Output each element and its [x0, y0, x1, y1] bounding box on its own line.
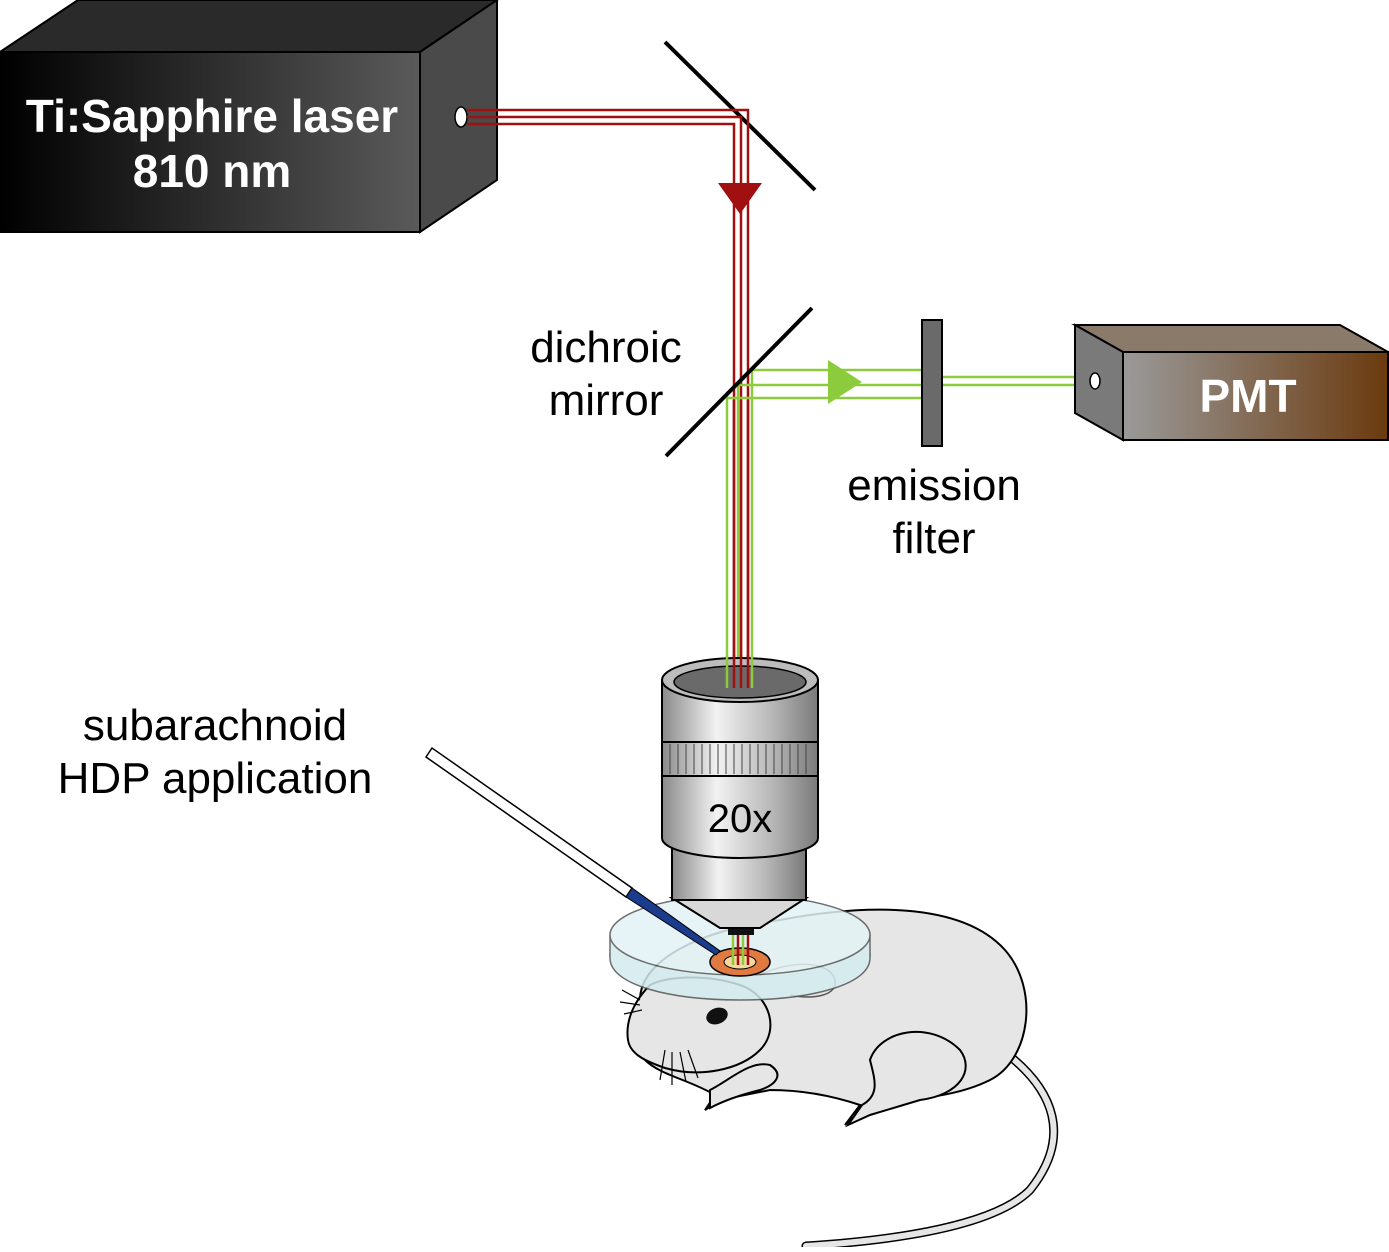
excitation-arrow — [718, 183, 762, 214]
emission-filter — [921, 319, 943, 447]
mouse-hind-leg — [845, 1030, 967, 1128]
pmt-box: PMT — [1071, 323, 1389, 442]
laser-label-line2: 810 nm — [133, 145, 292, 197]
mouse-whiskers — [619, 989, 699, 1085]
pipette — [424, 746, 721, 956]
mouse-tail — [803, 1042, 1057, 1249]
laser-aperture — [454, 106, 468, 128]
emission-filter-label-line2: filter — [892, 514, 975, 563]
pipette-tip — [625, 887, 721, 956]
mouse-eye — [706, 1007, 728, 1025]
objective-label: 20x — [708, 797, 773, 841]
emission-filter-label-line1: emission — [847, 461, 1021, 510]
objective-lens: 20x — [661, 657, 819, 929]
knurled-ring — [669, 744, 807, 774]
application-label-line2: HDP application — [58, 754, 373, 803]
focal-plane-marker — [728, 929, 754, 935]
dichroic-label-line1: dichroic — [530, 323, 682, 372]
emission-arrow — [828, 360, 862, 404]
pmt-aperture — [1089, 372, 1101, 390]
application-label-line1: subarachnoid — [83, 701, 347, 750]
dichroic-label-line2: mirror — [549, 376, 664, 425]
laser-box: Ti:Sapphire laser 810 nm — [0, 0, 499, 234]
pmt-label: PMT — [1199, 370, 1296, 422]
mouse-front-leg — [709, 1063, 779, 1110]
dichroic-mirror — [664, 306, 814, 458]
laser-label-line1: Ti:Sapphire laser — [26, 90, 399, 142]
imaging-spot — [723, 954, 757, 970]
